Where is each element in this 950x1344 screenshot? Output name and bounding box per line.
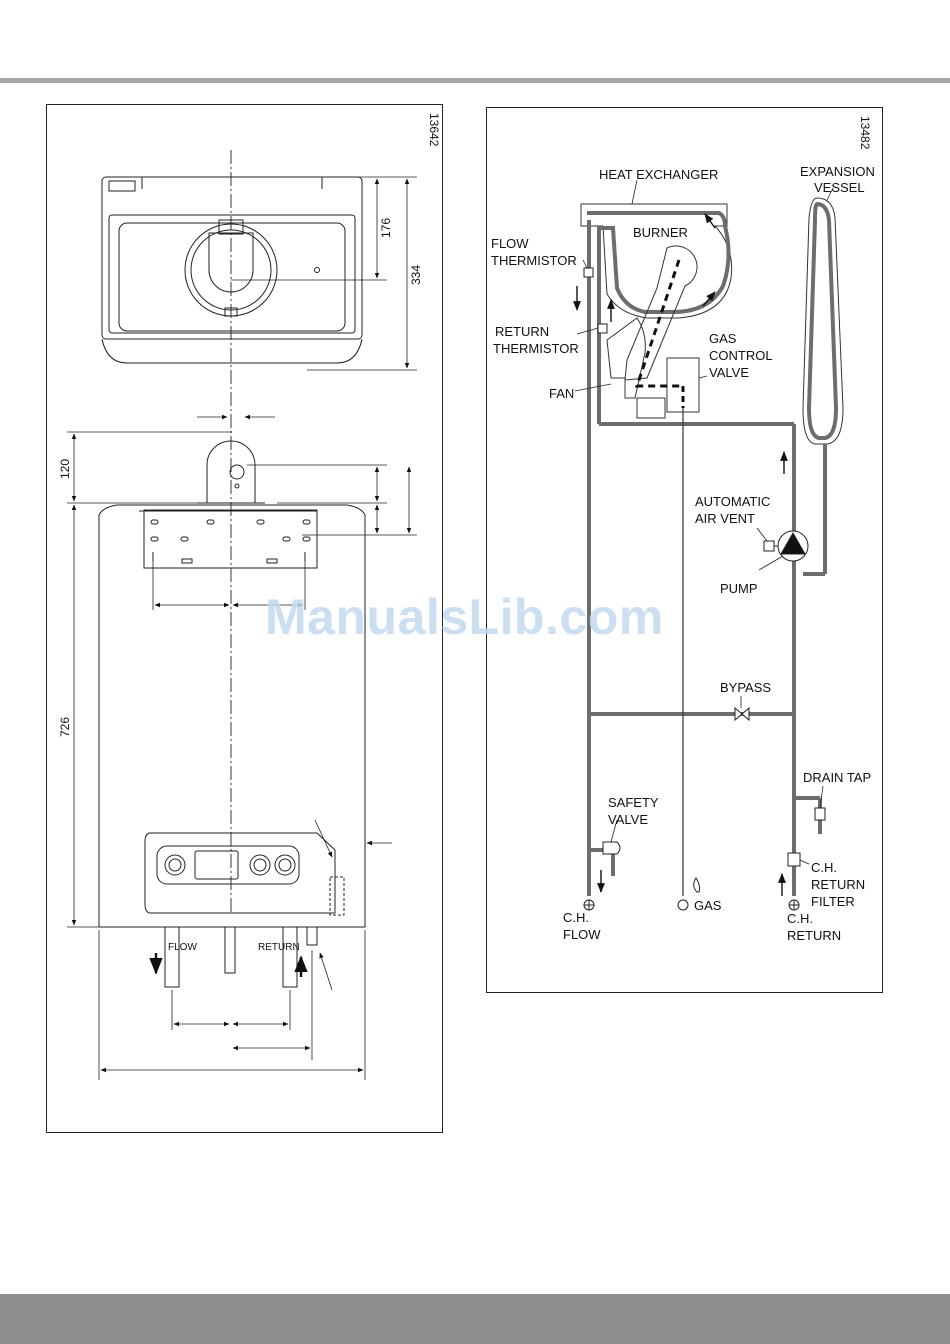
label-bypass: BYPASS xyxy=(720,680,771,695)
label-heat-exchanger: HEAT EXCHANGER xyxy=(599,167,718,182)
label-gas-control-2: CONTROL xyxy=(709,348,773,363)
label-drain-tap: DRAIN TAP xyxy=(803,770,871,785)
label-expansion-1: EXPANSION xyxy=(800,164,875,179)
label-expansion-2: VESSEL xyxy=(814,180,865,195)
system-schematic: 13482 xyxy=(487,108,882,992)
label-ch-flow-2: FLOW xyxy=(563,927,601,942)
label-ch-return-filter-2: RETURN xyxy=(811,877,865,892)
left-figure-ref: 13642 xyxy=(427,113,441,147)
label-return-thermistor-2: THERMISTOR xyxy=(493,341,579,356)
dim-flue-height: 120 xyxy=(58,459,72,479)
air-vent-box xyxy=(764,541,774,551)
flow-thermistor-sensor xyxy=(584,268,593,277)
label-pump: PUMP xyxy=(720,581,758,596)
label-ch-flow-1: C.H. xyxy=(563,910,589,925)
expansion-vessel xyxy=(803,198,843,444)
burner-fan xyxy=(607,246,699,418)
label-flow-thermistor-2: THERMISTOR xyxy=(491,253,577,268)
label-fan: FAN xyxy=(549,386,574,401)
front-view xyxy=(99,441,365,987)
label-auto-air-vent-2: AIR VENT xyxy=(695,511,755,526)
label-gas-control-1: GAS xyxy=(709,331,737,346)
return-thermistor-sensor xyxy=(598,324,607,333)
label-return-thermistor-1: RETURN xyxy=(495,324,549,339)
label-ch-return-filter-1: C.H. xyxy=(811,860,837,875)
dim-top-large: 334 xyxy=(409,265,423,285)
right-figure-ref: 13482 xyxy=(858,116,872,150)
label-burner: BURNER xyxy=(633,225,688,240)
dim-body-height: 726 xyxy=(58,717,72,737)
label-gas: GAS xyxy=(694,898,722,913)
label-ch-return-1: C.H. xyxy=(787,911,813,926)
label-gas-control-3: VALVE xyxy=(709,365,749,380)
label-flow-thermistor-1: FLOW xyxy=(491,236,529,251)
return-label: RETURN xyxy=(258,942,300,953)
label-ch-return-2: RETURN xyxy=(787,928,841,943)
top-view xyxy=(102,177,362,363)
system-schematic-panel: 13482 xyxy=(486,107,883,993)
bottom-band xyxy=(0,1294,950,1344)
label-auto-air-vent-1: AUTOMATIC xyxy=(695,494,770,509)
top-rule xyxy=(0,78,950,83)
label-ch-return-filter-3: FILTER xyxy=(811,894,855,909)
dim-top-small: 176 xyxy=(379,218,393,238)
flow-label: FLOW xyxy=(168,942,197,953)
watermark: ManualsLib.com xyxy=(265,588,664,646)
label-safety-valve-2: VALVE xyxy=(608,812,648,827)
label-safety-valve-1: SAFETY xyxy=(608,795,659,810)
